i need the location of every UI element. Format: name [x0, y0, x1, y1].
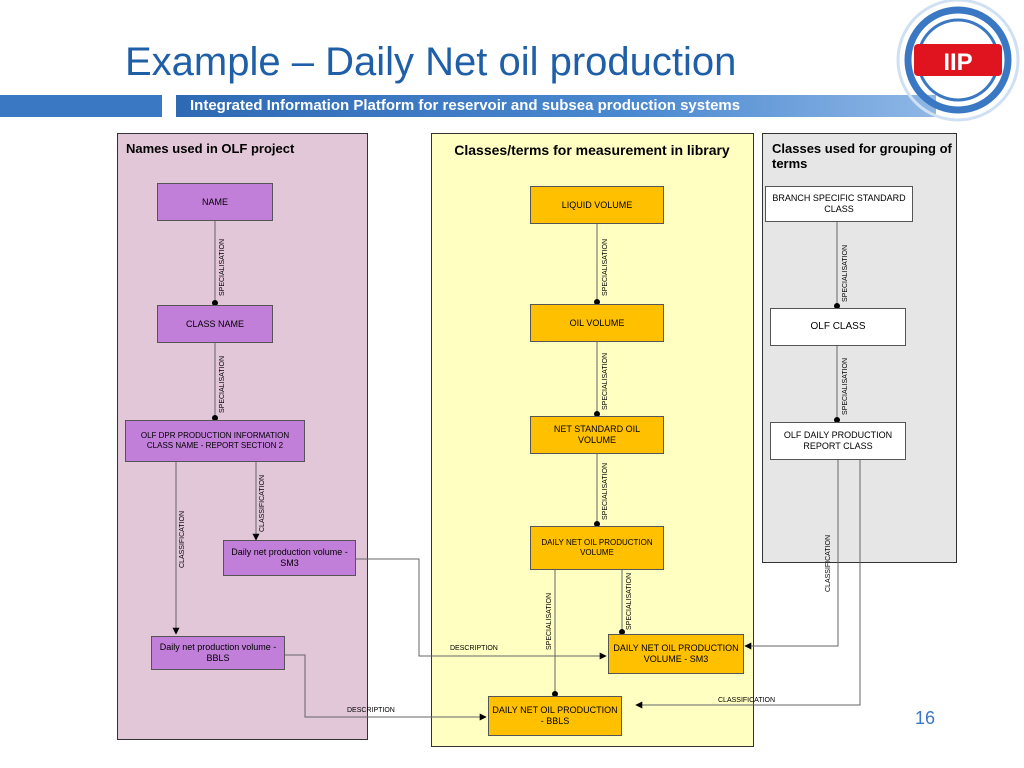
net-standard-oil-volume-box: NET STANDARD OIL VOLUME [530, 416, 664, 454]
name-box: NAME [157, 183, 273, 221]
oil-volume-box: OIL VOLUME [530, 304, 664, 342]
subtitle-text: Integrated Information Platform for rese… [190, 97, 741, 114]
iip-logo: IIP [896, 0, 1020, 122]
header-band [0, 95, 162, 117]
classification-label: CLASSIFICATION [825, 534, 832, 592]
left-panel-title: Names used in OLF project [126, 141, 295, 156]
daily-net-oil-production-bbls-box: DAILY NET OIL PRODUCTION - BBLS [488, 696, 622, 736]
right-panel-title: Classes used for grouping of terms [772, 141, 952, 171]
logo-text: IIP [943, 49, 972, 76]
specialisation-label: SPECIALISATION [219, 355, 226, 413]
classification-label: CLASSIFICATION [718, 697, 776, 704]
mid-panel-title: Classes/terms for measurement in library [454, 142, 730, 158]
page-number: 16 [915, 708, 936, 728]
liquid-volume-box: LIQUID VOLUME [530, 186, 664, 224]
specialisation-label: SPECIALISATION [602, 238, 609, 296]
specialisation-label: SPECIALISATION [602, 462, 609, 520]
specialisation-label: SPECIALISATION [219, 238, 226, 296]
branch-specific-standard-class-box: BRANCH SPECIFIC STANDARD CLASS [765, 186, 913, 222]
olf-class-box: OLF CLASS [770, 308, 906, 346]
subtitle-bar: Integrated Information Platform for rese… [176, 95, 936, 117]
daily-net-oil-production-sm3-box: DAILY NET OIL PRODUCTION VOLUME - SM3 [608, 634, 744, 674]
specialisation-label: SPECIALISATION [842, 357, 849, 415]
description-label: DESCRIPTION [347, 707, 395, 714]
specialisation-label: SPECIALISATION [626, 572, 633, 630]
daily-net-bbls-box: Daily net production volume - BBLS [151, 636, 285, 670]
classification-label: CLASSIFICATION [259, 474, 266, 532]
description-label: DESCRIPTION [450, 645, 498, 652]
specialisation-label: SPECIALISATION [842, 244, 849, 302]
specialisation-label: SPECIALISATION [602, 352, 609, 410]
slide-title: Example – Daily Net oil production [125, 40, 737, 84]
daily-net-sm3-box: Daily net production volume - SM3 [223, 540, 356, 576]
classification-label: CLASSIFICATION [179, 510, 186, 568]
daily-net-oil-production-volume-box: DAILY NET OIL PRODUCTION VOLUME [530, 526, 664, 570]
olf-daily-production-report-class-box: OLF DAILY PRODUCTION REPORT CLASS [770, 422, 906, 460]
class-name-box: CLASS NAME [157, 305, 273, 343]
olf-dpr-class-box: OLF DPR PRODUCTION INFORMATION CLASS NAM… [125, 420, 305, 462]
specialisation-label: SPECIALISATION [546, 592, 553, 650]
